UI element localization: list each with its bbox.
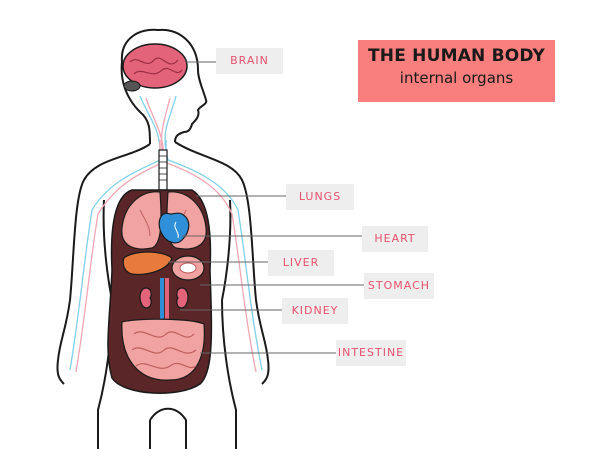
label-intestine: INTESTINE — [336, 340, 406, 366]
label-brain: BRAIN — [216, 48, 283, 74]
heart-organ — [158, 212, 190, 244]
brain-organ — [122, 43, 188, 92]
title: THE HUMAN BODY — [367, 46, 545, 66]
kidney-organ — [139, 278, 189, 322]
title-box: THE HUMAN BODY internal organs — [358, 40, 555, 102]
intestine-organ — [121, 318, 205, 381]
label-liver: LIVER — [268, 250, 334, 276]
label-kidney: KIDNEY — [282, 298, 348, 324]
label-heart: HEART — [362, 226, 428, 252]
label-stomach: STOMACH — [364, 273, 434, 299]
liver-organ — [122, 251, 173, 275]
blood-vessels — [69, 95, 263, 373]
label-leader-lines — [168, 61, 364, 354]
stomach-organ — [171, 255, 205, 281]
label-lungs: LUNGS — [286, 184, 354, 210]
trachea — [158, 149, 168, 191]
subtitle: internal organs — [399, 69, 514, 87]
